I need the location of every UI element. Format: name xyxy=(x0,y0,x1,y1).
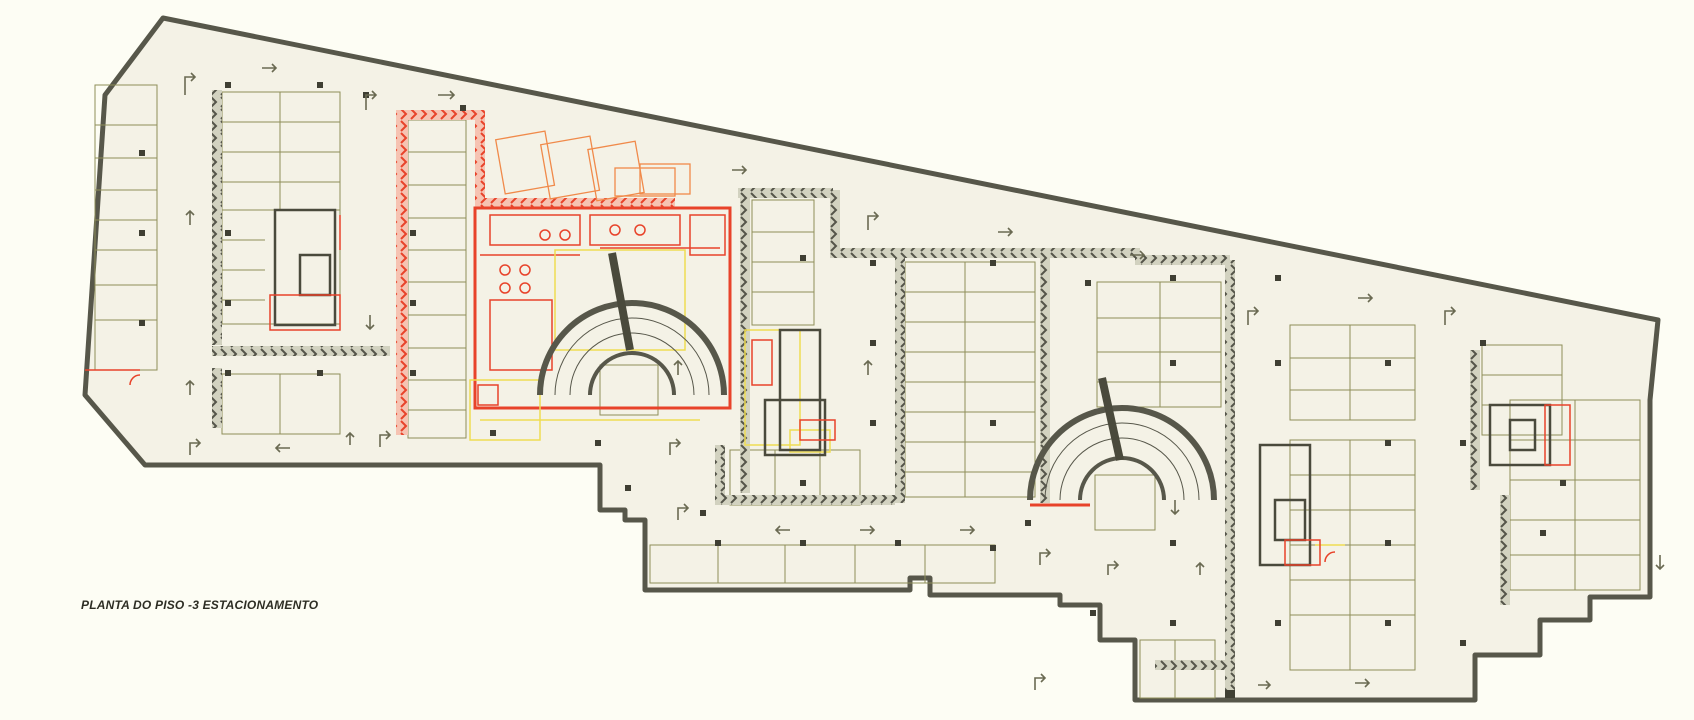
door-swings xyxy=(129,374,1336,563)
ramp-icon xyxy=(1027,377,1217,507)
arrow-icon xyxy=(184,63,1665,690)
service-room xyxy=(473,206,732,410)
ramp-icon xyxy=(537,252,727,396)
plan-caption: PLANTA DO PISO -3 ESTACIONAMENTO xyxy=(81,598,319,612)
sketch-lines xyxy=(494,130,691,202)
building-outline xyxy=(82,15,1661,703)
core-accents xyxy=(85,215,1571,566)
column-icon xyxy=(139,82,1566,698)
parking-stalls xyxy=(94,84,1641,699)
service-overlay xyxy=(469,249,1345,546)
